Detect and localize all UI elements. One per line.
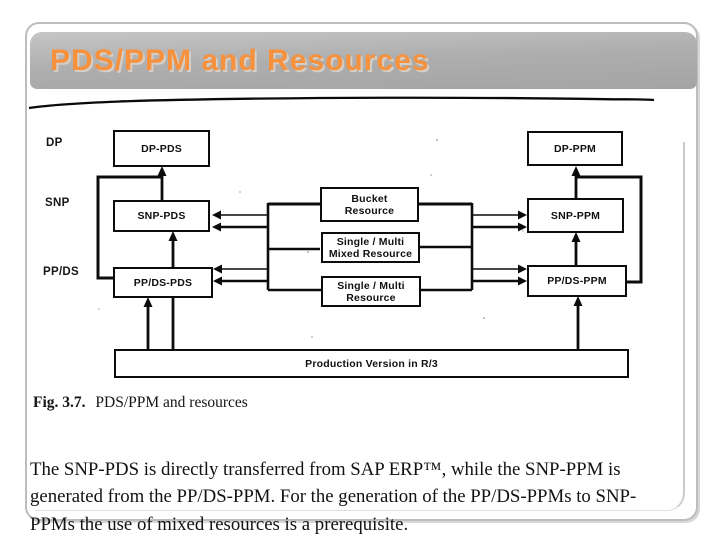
box-mixed-resource: Single / Multi Mixed Resource [321, 232, 420, 263]
box-mixed-line2: Mixed Resource [328, 247, 413, 260]
box-mixed-line1: Single / Multi [336, 235, 405, 248]
box-snp-ppm-label: SNP-PPM [550, 209, 601, 222]
box-single-resource: Single / Multi Resource [321, 276, 421, 307]
figure-caption: Fig. 3.7. PDS/PPM and resources [33, 394, 248, 412]
box-bucket-resource: Bucket Resource [320, 187, 419, 222]
row-label-snp: SNP [45, 197, 70, 209]
row-label-ppds: PP/DS [43, 266, 80, 278]
box-dp-pds: DP-PDS [113, 130, 210, 167]
figure-caption-number: Fig. 3.7. [33, 394, 86, 411]
box-bucket-line1: Bucket [351, 192, 388, 205]
box-dp-pds-label: DP-PDS [141, 142, 182, 155]
box-snp-ppm: SNP-PPM [527, 198, 624, 233]
figure-caption-text: PDS/PPM and resources [95, 394, 248, 411]
box-ppds-pds-label: PP/DS-PDS [133, 276, 193, 289]
scan-noise [98, 139, 568, 338]
box-dp-ppm: DP-PPM [527, 131, 623, 166]
box-ppds-pds: PP/DS-PDS [113, 267, 213, 298]
box-bucket-line2: Resource [344, 204, 395, 217]
box-ppds-ppm-label: PP/DS-PPM [547, 275, 607, 287]
box-production-version: Production Version in R/3 [114, 349, 629, 378]
body-paragraph: The SNP-PDS is directly transferred from… [30, 458, 637, 535]
box-single-line1: Single / Multi [337, 279, 405, 292]
box-snp-pds-label: SNP-PDS [137, 210, 186, 222]
box-snp-pds: SNP-PDS [113, 200, 210, 232]
scan-rule-line [28, 96, 655, 110]
box-single-line2: Resource [346, 291, 396, 304]
box-production-version-label: Production Version in R/3 [305, 357, 438, 370]
title-banner: PDS/PPM and Resources [30, 32, 697, 89]
row-label-dp: DP [46, 137, 63, 149]
page-title: PDS/PPM and Resources [50, 44, 430, 77]
box-ppds-ppm: PP/DS-PPM [527, 265, 627, 297]
box-dp-ppm-label: DP-PPM [553, 142, 597, 155]
